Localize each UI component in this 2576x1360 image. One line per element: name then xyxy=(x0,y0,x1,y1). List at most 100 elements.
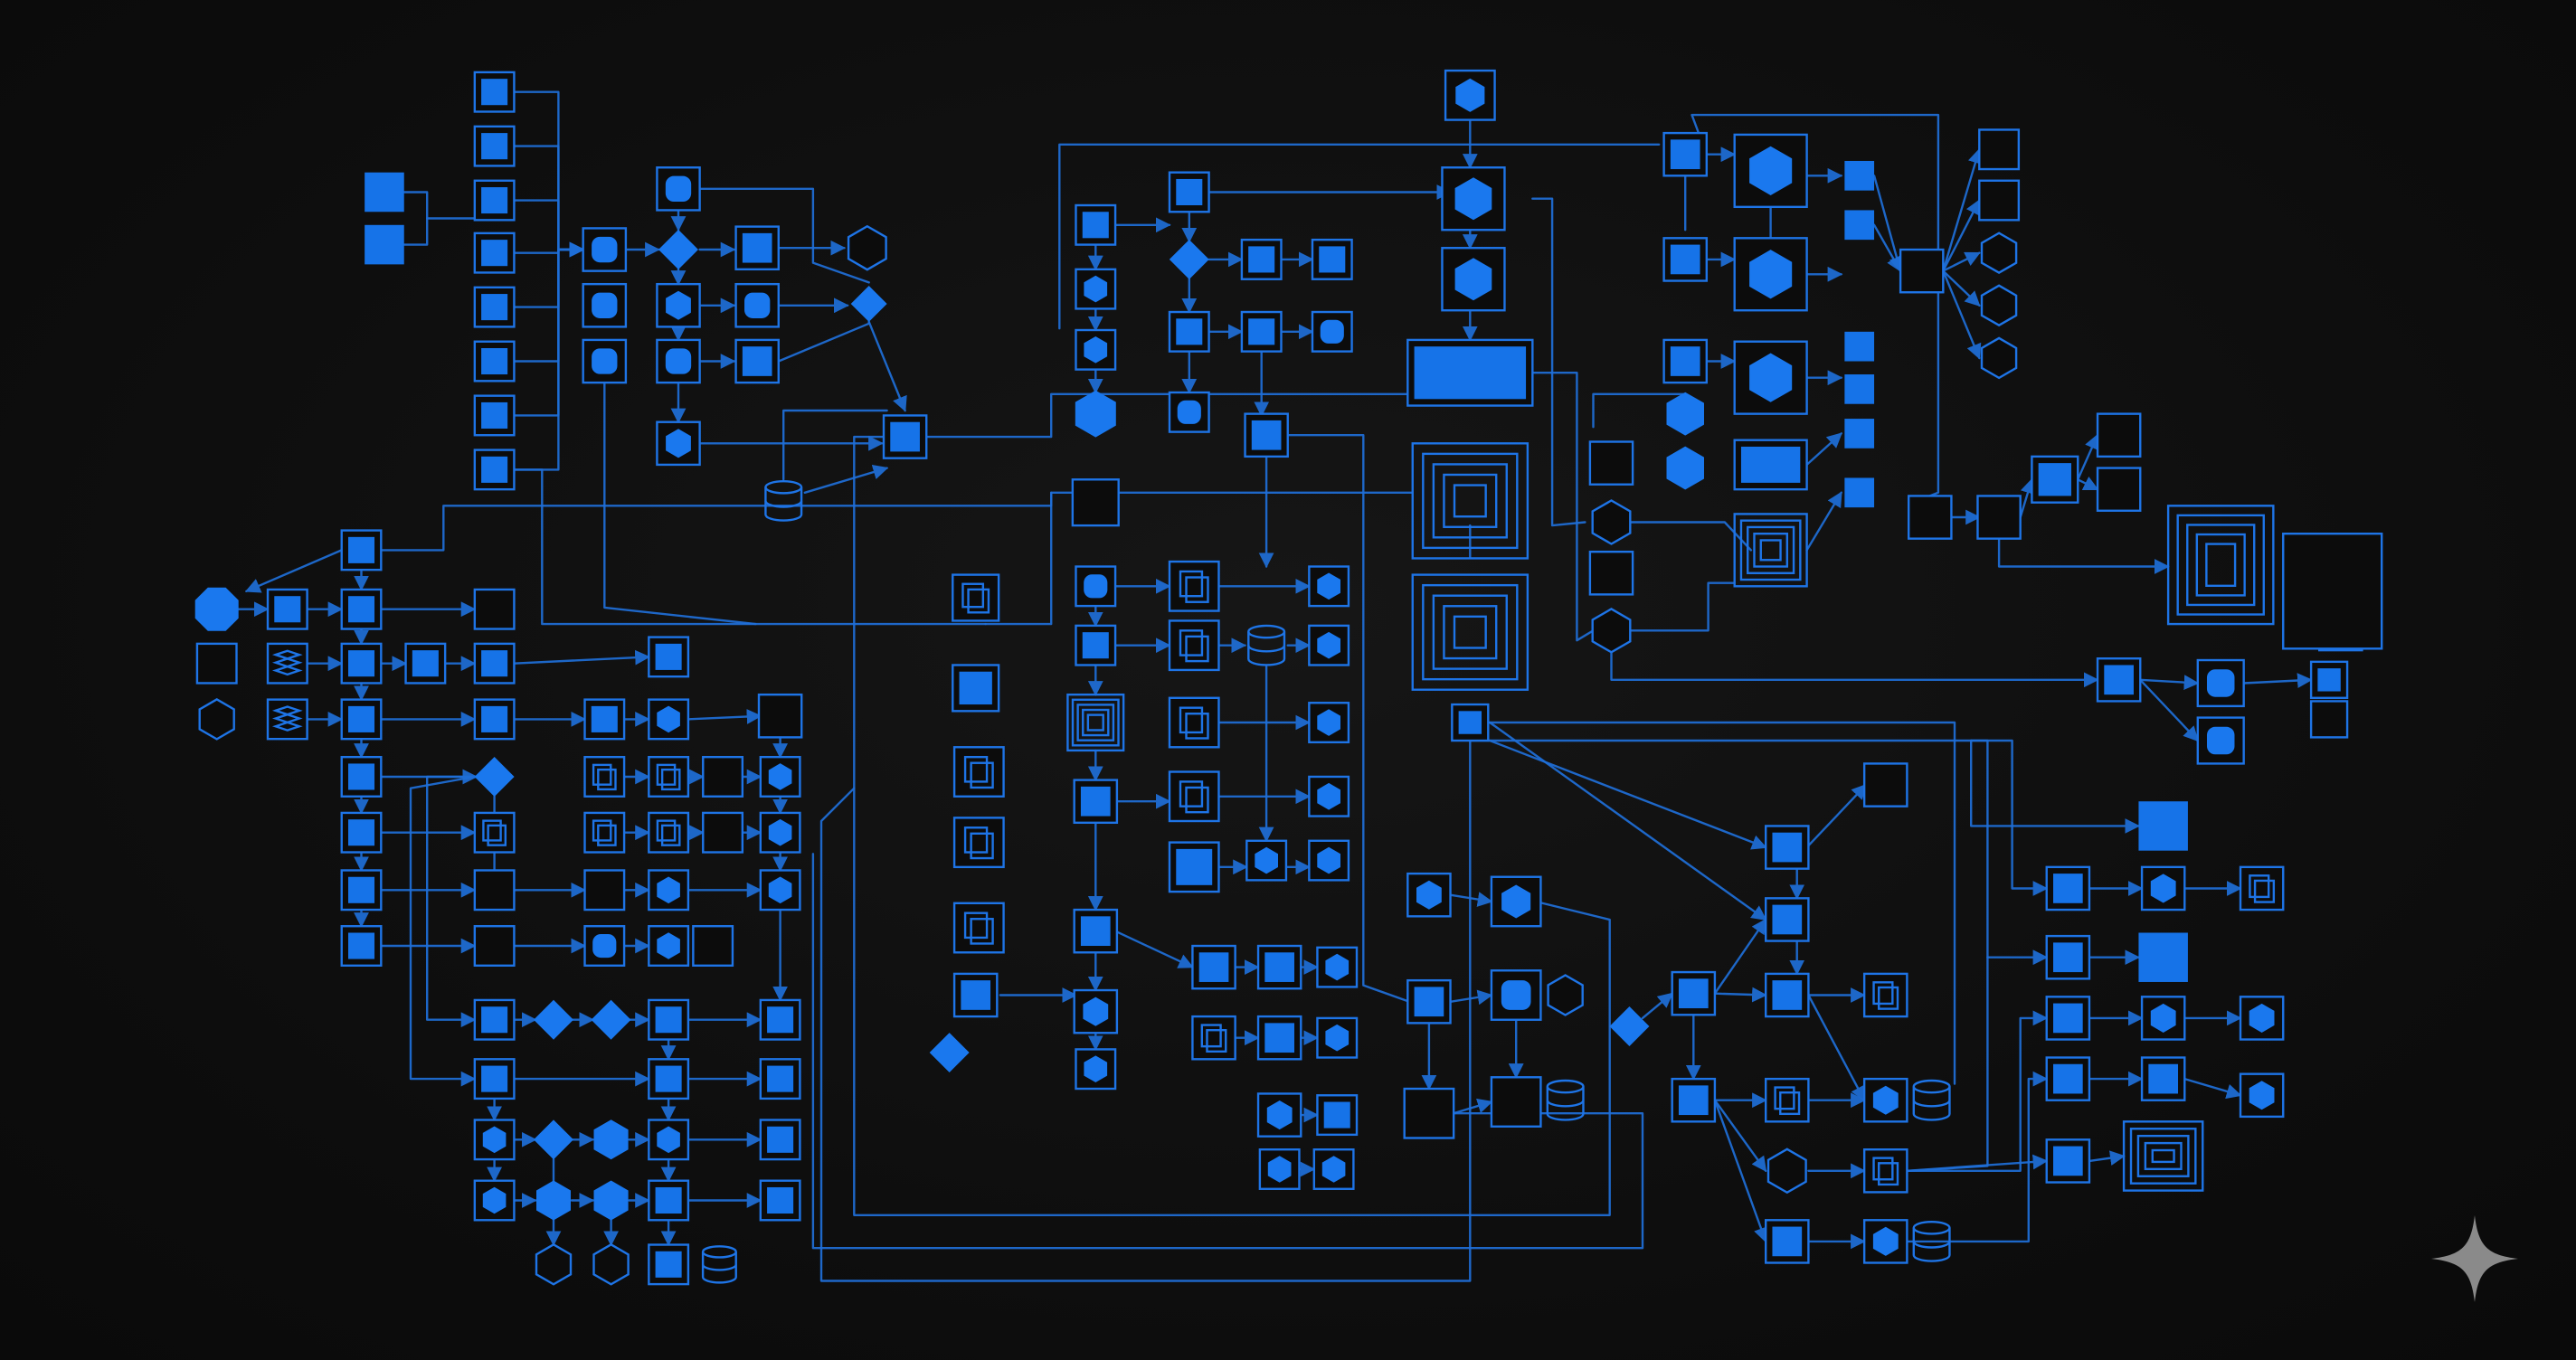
hexbox-node xyxy=(1075,1048,1117,1091)
docs-node xyxy=(1862,972,1908,1018)
hexbox-node xyxy=(1075,268,1117,310)
connector-line xyxy=(1284,434,1411,1003)
square-node xyxy=(1764,972,1810,1018)
connector-line xyxy=(513,241,585,417)
square-node xyxy=(734,225,780,271)
square-node xyxy=(1168,310,1210,353)
hexbox-node xyxy=(1308,839,1350,882)
diagram-nodes xyxy=(194,69,2383,1286)
empty-node xyxy=(583,869,626,911)
hex-node xyxy=(1666,392,1704,436)
connector-line xyxy=(1805,432,1842,467)
square-node xyxy=(734,338,780,384)
concentric-node xyxy=(1411,442,1530,560)
connector-line xyxy=(603,381,757,626)
square-node xyxy=(2045,996,2091,1041)
hexbox-node xyxy=(648,869,690,911)
connector-line xyxy=(402,217,429,246)
square-node xyxy=(648,1058,690,1100)
hexbox-node xyxy=(1441,247,1506,312)
square-node xyxy=(1075,203,1117,246)
connector-line xyxy=(513,468,987,626)
square-node xyxy=(1662,338,1709,384)
hexbox-node xyxy=(1258,1148,1301,1190)
db-node xyxy=(1247,624,1286,666)
connector-line xyxy=(2183,1077,2242,1100)
square-node xyxy=(340,529,383,571)
square-node xyxy=(882,414,928,459)
square-node xyxy=(1451,703,1490,742)
square-node xyxy=(473,286,516,328)
connector-line xyxy=(2077,476,2099,491)
square-node xyxy=(1671,1077,1717,1123)
hexbox-node xyxy=(2239,996,2285,1041)
solid-node xyxy=(1844,477,1875,508)
hexbox-node xyxy=(1308,565,1350,608)
docs-node xyxy=(2239,865,2285,911)
docs-node xyxy=(952,902,1005,954)
connector-line xyxy=(2139,678,2199,742)
concentric-node xyxy=(1411,573,1530,691)
docs-node xyxy=(1764,1077,1810,1123)
solid-node xyxy=(1844,210,1875,241)
hexbox-node xyxy=(648,1119,690,1161)
connector-line xyxy=(803,464,889,494)
square-node xyxy=(1168,171,1210,213)
hexbox-node xyxy=(1316,946,1359,988)
square-node xyxy=(473,1058,516,1100)
diamond-node xyxy=(1169,239,1209,279)
square-node xyxy=(2309,660,2349,700)
connector-line xyxy=(782,409,888,481)
roundbox-node xyxy=(2196,658,2245,708)
connector-line xyxy=(1113,930,1194,968)
roundbox-node xyxy=(582,282,628,328)
square-node xyxy=(340,588,383,630)
hexbox-node xyxy=(759,755,801,798)
square-node xyxy=(759,998,801,1041)
square-node xyxy=(1073,908,1119,954)
hexbox-node xyxy=(759,869,801,911)
connector-line xyxy=(853,435,1611,1216)
square-node xyxy=(1316,1094,1359,1137)
connector-line xyxy=(1906,1071,2049,1243)
connector-line xyxy=(1805,491,1842,552)
db-node xyxy=(701,1245,737,1284)
hexbox-node xyxy=(759,811,801,854)
solid-node xyxy=(365,172,404,212)
hexo-node xyxy=(1766,1148,1807,1195)
square-node xyxy=(1191,944,1236,990)
hexbox-node xyxy=(1316,1016,1359,1059)
connector-line xyxy=(1942,269,1982,360)
connector-line xyxy=(1997,537,2170,574)
connector-line xyxy=(1872,175,1905,273)
hexbox-node xyxy=(656,282,701,328)
hex-node xyxy=(593,1180,629,1221)
db-node xyxy=(1912,1220,1951,1262)
empty-node xyxy=(702,811,744,854)
diamond-node xyxy=(474,756,515,797)
hexbox-node xyxy=(1406,872,1452,918)
square-node xyxy=(340,811,383,854)
square-node xyxy=(1671,970,1717,1016)
square-node xyxy=(1662,237,1709,282)
hexbox-node xyxy=(473,1119,516,1161)
roundbox-node xyxy=(582,338,628,384)
connector-line xyxy=(1488,721,1767,921)
hexbox-node xyxy=(1733,340,1808,415)
connector-line xyxy=(1970,739,2049,896)
square-node xyxy=(473,125,516,167)
diamond-node xyxy=(929,1033,970,1073)
empty-node xyxy=(1403,1087,1455,1139)
hexbox-node xyxy=(1256,1092,1302,1138)
hexbox-node xyxy=(1308,702,1350,744)
hexo-node xyxy=(198,698,235,741)
hexo-node xyxy=(1980,336,2018,380)
empty-node xyxy=(1907,495,1953,540)
empty-node xyxy=(195,642,238,685)
square-node xyxy=(1406,978,1452,1025)
connector-line xyxy=(811,853,1644,1250)
diamond-node xyxy=(658,230,698,270)
solid-node xyxy=(1844,331,1875,362)
hexbox-node xyxy=(1073,988,1119,1034)
